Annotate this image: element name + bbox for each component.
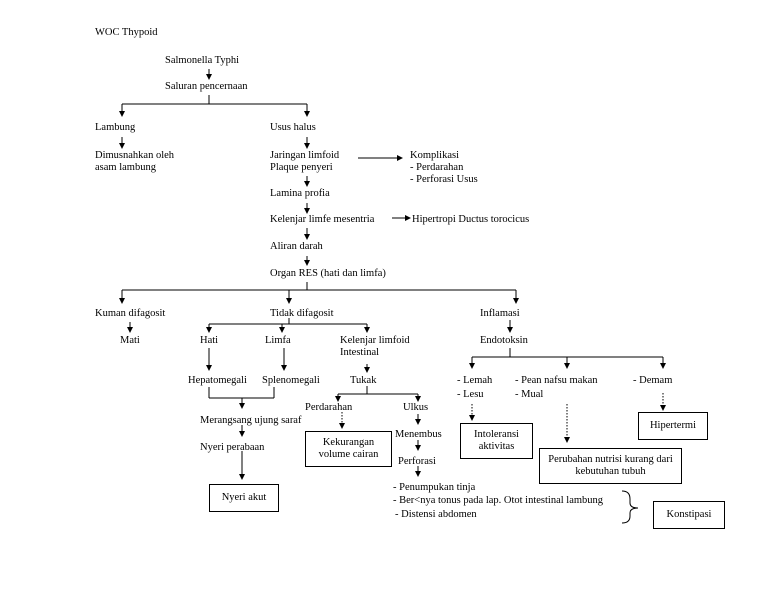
box-kekurangan-line2: volume cairan	[318, 449, 379, 460]
node-perforasi: Perforasi	[398, 456, 436, 467]
node-distensi-abdomen: - Distensi abdomen	[395, 509, 477, 520]
node-limfa: Limfa	[265, 335, 291, 346]
node-usus-halus: Usus halus	[270, 122, 316, 133]
node-saluran: Saluran pencernaan	[165, 81, 248, 92]
node-kelenjar-mesentria: Kelenjar limfe mesentria	[270, 214, 375, 225]
diagram-title: WOC Thypoid	[95, 27, 158, 38]
node-hati: Hati	[200, 335, 219, 346]
box-hipertermi: Hipertermi	[638, 412, 708, 440]
node-lemah: - Lemah	[457, 375, 493, 386]
node-mati: Mati	[120, 335, 140, 346]
node-merangsang: Merangsang ujung saraf	[200, 415, 302, 426]
node-komplikasi-perforasi: - Perforasi Usus	[410, 174, 478, 185]
node-demam: - Demam	[633, 375, 673, 386]
node-dimusnahkan-line1: Dimusnahkan oleh	[95, 150, 175, 161]
node-lamina: Lamina profia	[270, 188, 330, 199]
node-jaringan-line2: Plaque penyeri	[270, 162, 333, 173]
node-kuman-difagosit: Kuman difagosit	[95, 308, 166, 319]
node-perdarahan: Perdarahan	[305, 402, 353, 413]
node-ulkus: Ulkus	[403, 402, 429, 413]
node-jaringan-line1: Jaringan limfoid	[270, 150, 340, 161]
box-perubahan-line1: Perubahan nutrisi kurang dari	[548, 454, 673, 465]
box-intoleransi-line2: aktivitas	[478, 441, 515, 452]
node-mual: - Mual	[515, 389, 544, 400]
node-penumpukan-tinja: - Penumpukan tinja	[393, 482, 476, 493]
node-hepatomegali: Hepatomegali	[188, 375, 247, 386]
box-kekurangan-line1: Kekurangan	[322, 437, 375, 448]
node-salmonella: Salmonella Typhi	[165, 55, 240, 66]
node-tukak: Tukak	[350, 375, 377, 386]
node-organ-res: Organ RES (hati dan limfa)	[270, 268, 386, 279]
node-hipertropi: Hipertropi Ductus torocicus	[412, 214, 530, 225]
node-tidak-difagosit: Tidak difagosit	[270, 308, 334, 319]
node-lambung: Lambung	[95, 122, 136, 133]
box-intoleransi-line1: Intoleransi	[474, 429, 519, 440]
box-konstipasi: Konstipasi	[653, 501, 725, 529]
node-komplikasi-perdarahan: - Perdarahan	[410, 162, 464, 173]
node-nyeri-perabaan: Nyeri perabaan	[200, 442, 265, 453]
box-intoleransi-aktivitas: Intoleransi aktivitas	[460, 423, 533, 459]
node-kelenjar-limfoid-line1: Kelenjar limfoid	[340, 335, 410, 346]
node-kelenjar-limfoid-line2: Intestinal	[340, 347, 380, 358]
box-nyeri-akut-label: Nyeri akut	[221, 492, 267, 503]
node-inflamasi: Inflamasi	[480, 308, 520, 319]
node-aliran-darah: Aliran darah	[270, 241, 323, 252]
node-dimusnahkan-line2: asam lambung	[95, 162, 156, 173]
node-splenomegali: Splenomegali	[262, 375, 320, 386]
box-nyeri-akut: Nyeri akut	[209, 484, 279, 512]
node-lesu: - Lesu	[457, 389, 484, 400]
box-kekurangan-volume: Kekurangan volume cairan	[305, 431, 392, 467]
node-tonus-otot: - Ber<nya tonus pada lap. Otot intestina…	[393, 495, 604, 506]
node-komplikasi: Komplikasi	[410, 150, 459, 161]
node-menembus: Menembus	[395, 429, 442, 440]
box-hipertermi-label: Hipertermi	[649, 420, 697, 431]
box-perubahan-nutrisi: Perubahan nutrisi kurang dari kebutuhan …	[539, 448, 682, 484]
node-endotoksin: Endotoksin	[480, 335, 528, 346]
box-perubahan-line2: kebutuhan tubuh	[575, 466, 646, 477]
node-nafsu-makan: - Pe­an nafsu makan	[515, 375, 598, 386]
box-konstipasi-label: Konstipasi	[666, 509, 712, 520]
